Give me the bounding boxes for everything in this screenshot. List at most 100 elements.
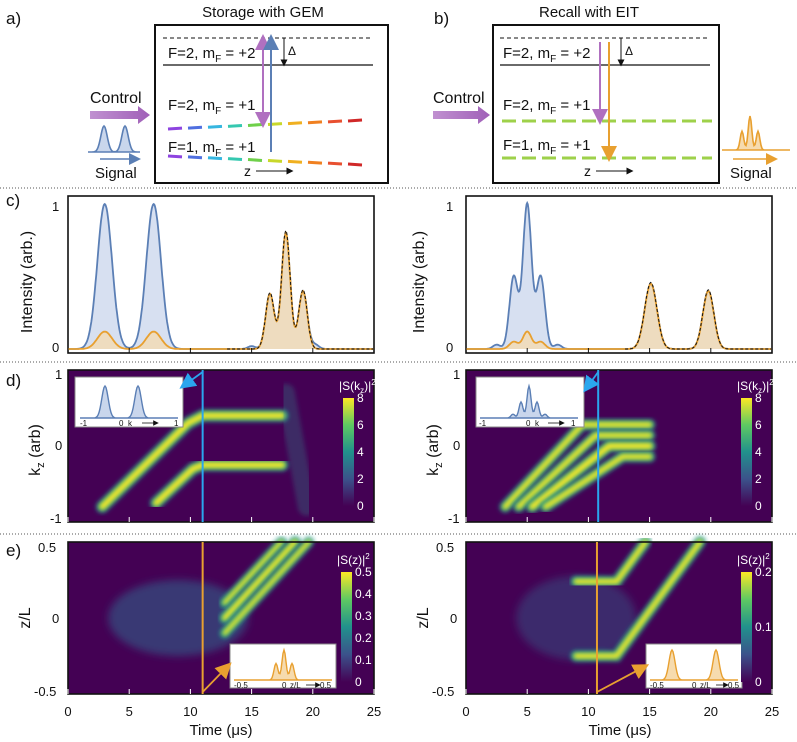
z-axis-label: z: [584, 163, 591, 179]
plot-frame: [465, 195, 773, 354]
level-mid-label: F=2, mF = +1: [168, 97, 255, 117]
title-part: 2: [371, 378, 376, 387]
x-tick-label: 20: [704, 704, 718, 719]
inset-tick: 0: [119, 419, 124, 428]
inset-tick: 0: [526, 419, 531, 428]
y-tick: 0.5: [38, 540, 56, 555]
title-part: |S(k: [737, 379, 759, 393]
colorbar-tick: 0: [755, 675, 762, 689]
plot-frame: [67, 195, 375, 354]
panel-title: Recall with EIT: [539, 4, 639, 21]
inset-tick: 0.5: [320, 681, 332, 690]
y-axis-label: Intensity (arb.): [411, 231, 428, 333]
inset-axis-label: z/L: [700, 681, 711, 690]
inset-tick: 0: [692, 681, 697, 690]
colorbar-tick: 2: [755, 472, 762, 486]
level-segment: [187, 155, 203, 160]
panel-label: d): [6, 371, 21, 390]
inset-axis-label: k: [535, 419, 540, 428]
level-segment: [287, 159, 303, 164]
level-segment: [207, 156, 223, 161]
y-axis-label: kz (arb): [425, 424, 445, 476]
level-bot-label: F=1, mF = +1: [503, 137, 590, 157]
y-tick: -1: [448, 511, 460, 526]
x-axis-label: Time (μs): [189, 722, 252, 739]
inset-pointer-arrow: [583, 371, 600, 393]
colorbar-tick: 0.5: [355, 565, 372, 579]
intensity-band: [99, 413, 285, 510]
level-segment: [327, 161, 343, 166]
x-tick-label: 0: [64, 704, 71, 719]
level-segment: [267, 158, 283, 163]
inset-tick: -1: [80, 419, 88, 428]
x-tick-label: 10: [581, 704, 595, 719]
title-part: |S(z)|: [337, 553, 365, 567]
level-segment: [227, 157, 243, 162]
x-tick-label: 5: [524, 704, 531, 719]
colorbar-tick: 0.1: [355, 653, 372, 667]
panel-label: b): [434, 9, 449, 28]
y-tick: -0.5: [34, 684, 56, 699]
series-line: [466, 282, 772, 350]
inset-curve: [480, 383, 578, 419]
colorbar-title: |S(kz)|2: [339, 378, 376, 395]
title-part: |S(z)|: [737, 553, 765, 567]
colorbar-tick: 0: [355, 675, 362, 689]
colorbar-tick: 0.3: [355, 609, 372, 623]
y-tick: 0: [446, 340, 453, 355]
colorbar-tick: 0: [755, 499, 762, 513]
level-segment: [307, 120, 323, 125]
colorbar: [341, 572, 352, 682]
panel-label: e): [6, 541, 21, 560]
control-beam-arrow: [433, 106, 490, 124]
control-label: Control: [433, 90, 485, 107]
diffuse-glow: [516, 576, 637, 660]
y-axis-label: kz (arb): [27, 424, 47, 476]
inset-axis-label: z/L: [290, 681, 301, 690]
inset-curve: [234, 647, 332, 681]
colorbar-title: |S(kz)|2: [737, 378, 774, 395]
panel-a: a) Storage with GEM F=2, mF = +2 F=2, mF…: [6, 4, 389, 184]
signal-label: Signal: [95, 165, 137, 182]
colorbar-tick: 8: [755, 391, 762, 405]
y-tick: 1: [446, 199, 453, 214]
intensity-band: [222, 540, 298, 620]
intensity-plot-left: Intensity (arb.) 0 1: [19, 195, 375, 355]
colorbar: [741, 572, 752, 682]
signal-label: Signal: [730, 165, 772, 182]
level-segment: [287, 121, 303, 126]
x-tick-label: 20: [306, 704, 320, 719]
delta-label: Δ: [288, 44, 296, 58]
colorbar-title: |S(z)|2: [737, 552, 770, 567]
theory-curve: [625, 281, 772, 350]
level-diagram-box: [154, 24, 389, 184]
inset-tick: 0.5: [728, 681, 740, 690]
level-segment: [227, 123, 243, 128]
title-part: z: [360, 386, 364, 395]
x-tick-label: 10: [183, 704, 197, 719]
intensity-band: [516, 433, 652, 509]
x-tick-label: 25: [367, 704, 381, 719]
y-tick: 0: [52, 340, 59, 355]
y-tick: -1: [50, 511, 62, 526]
level-bot-label: F=1, mF = +1: [168, 139, 255, 159]
level-diagram-box: [492, 24, 720, 184]
level-segment: [207, 124, 223, 129]
level-segment: [347, 118, 363, 123]
title-part: |S(k: [339, 379, 361, 393]
colorbar-tick: 0.2: [755, 565, 772, 579]
colorbar: [741, 398, 752, 506]
inset-curve: [80, 384, 178, 419]
title-part: 2: [769, 378, 774, 387]
y-tick: 0: [55, 438, 62, 453]
panel-title: Storage with GEM: [202, 4, 324, 21]
heatmap-frame: [465, 369, 773, 523]
colorbar-tick: 4: [357, 445, 364, 459]
